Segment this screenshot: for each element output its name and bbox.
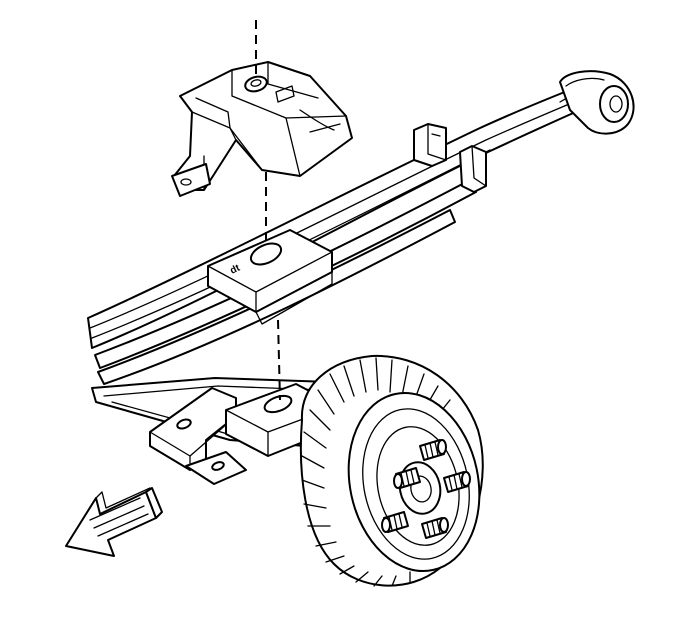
spring-plate: dt bbox=[207, 229, 333, 325]
leaf-spring bbox=[87, 77, 613, 385]
wheel-stud bbox=[419, 439, 447, 461]
wheel-stud bbox=[393, 467, 421, 489]
center-bolt-alignment-line bbox=[255, 20, 281, 401]
spring-clips bbox=[413, 123, 487, 193]
spring-eye bbox=[559, 70, 635, 135]
wheel-studs bbox=[381, 439, 471, 539]
wheel-stud bbox=[381, 511, 409, 533]
wheel-stud bbox=[443, 471, 471, 493]
front-direction-arrow-icon bbox=[65, 487, 163, 557]
brake-drum bbox=[299, 354, 484, 587]
spring-mount-bracket bbox=[171, 61, 353, 197]
wheel-stud bbox=[421, 517, 449, 539]
